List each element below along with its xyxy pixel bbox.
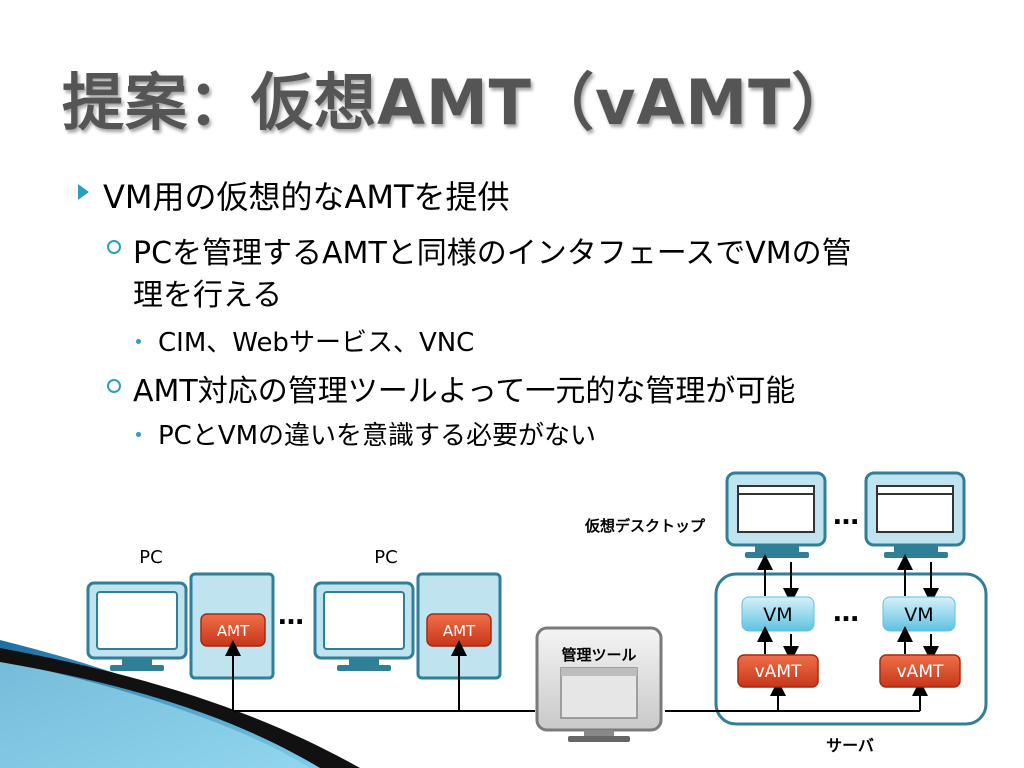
virtual-desktop-1 — [725, 471, 827, 558]
pc-1 — [86, 572, 275, 680]
bullet-level2-cont: 理を行える — [133, 278, 283, 313]
pc-2 — [313, 572, 502, 680]
decorative-swoosh — [0, 640, 360, 768]
ellipsis: … — [833, 501, 859, 531]
mgmt-tool-label: 管理ツール — [561, 646, 636, 664]
amt-label: AMT — [443, 622, 476, 640]
management-tool — [535, 626, 663, 742]
vm-box-2 — [882, 596, 956, 632]
virtual-desktop-label: 仮想デスクトップ — [584, 517, 706, 535]
bullet-level2: AMT対応の管理ツールよって一元的な管理が可能 — [133, 374, 796, 409]
server-label: サーバ — [826, 736, 874, 755]
bullet-level2: PCを管理するAMTと同様のインタフェースでVMの管 — [133, 236, 852, 271]
ellipsis: … — [833, 598, 859, 628]
vm-label: VM — [763, 604, 792, 626]
slide-title: 提案：仮想AMT（vAMT） — [62, 66, 855, 139]
pc-label: PC — [374, 547, 397, 568]
bullet-arrow-icon — [78, 184, 89, 200]
bullet-ring-icon — [107, 240, 121, 254]
bullet-dot-icon — [136, 432, 141, 437]
vm-box-1 — [741, 596, 815, 632]
virtual-desktop-2 — [864, 471, 966, 558]
vamt-label: vAMT — [897, 662, 944, 682]
vamt-box-1 — [737, 654, 819, 688]
bullet-level1: VM用の仮想的なAMTを提供 — [103, 178, 510, 216]
pc-label: PC — [139, 547, 162, 568]
bullet-dot-icon — [136, 339, 141, 344]
ellipsis: … — [278, 601, 304, 631]
amt-label: AMT — [217, 622, 250, 640]
vamt-label: vAMT — [755, 662, 802, 682]
bullet-ring-icon — [107, 379, 121, 393]
vm-label: VM — [904, 604, 933, 626]
bullet-level3: PCとVMの違いを意識する必要がない — [158, 421, 597, 451]
vamt-box-2 — [879, 654, 961, 688]
bullet-level3: CIM、Webサービス、VNC — [158, 328, 475, 358]
